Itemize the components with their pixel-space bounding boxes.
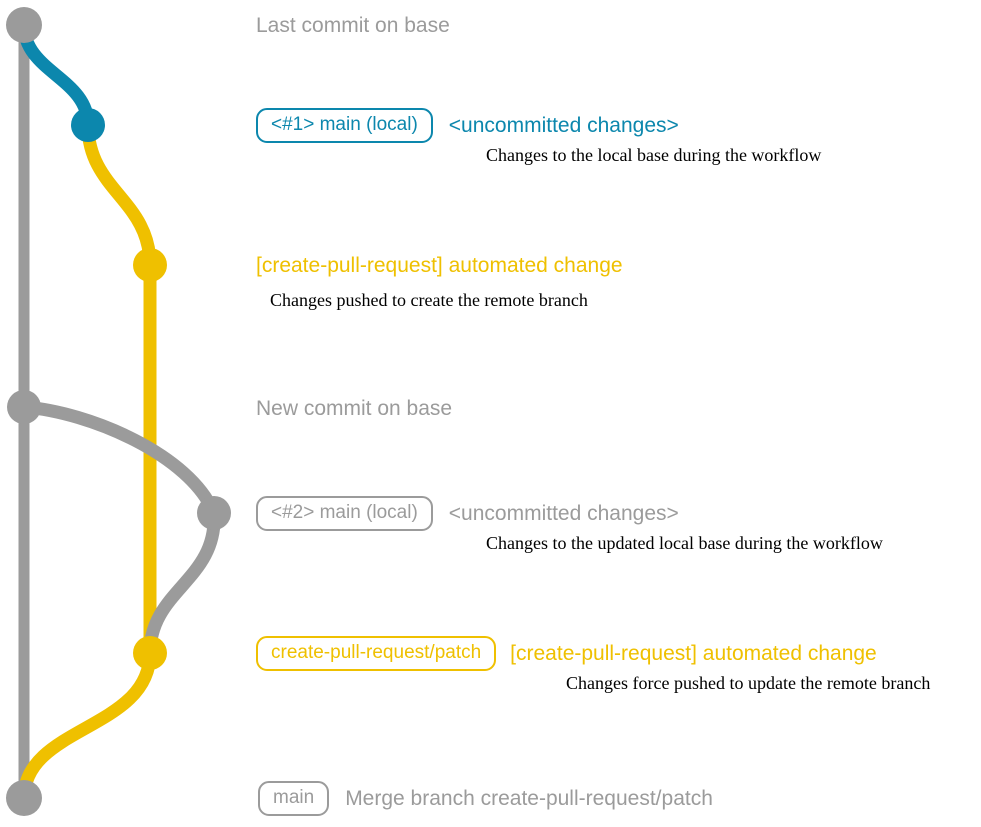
- row-title-automated-change-force: [create-pull-request] automated change: [510, 641, 877, 665]
- row-title-local-commit-2: <uncommitted changes>: [448, 501, 679, 525]
- edge-patchforce-to-merge: [17, 646, 157, 805]
- branch-pill-main-local-1[interactable]: <#1> main (local): [256, 108, 433, 143]
- row-title-last-commit-on-base: Last commit on base: [256, 14, 450, 37]
- node-base-new: [7, 390, 41, 424]
- node-patch-force: [133, 636, 167, 670]
- edge-local1-to-patch-create: [81, 118, 157, 272]
- row-description-automated-change-create: Changes pushed to create the remote bran…: [270, 290, 588, 310]
- row-title-merge-commit: Merge branch create-pull-request/patch: [345, 786, 713, 810]
- row-description-local-commit-1: Changes to the local base during the wor…: [486, 145, 822, 165]
- edge-local2-to-patchforce: [143, 506, 221, 660]
- node-merge: [6, 780, 42, 816]
- branch-pill-main[interactable]: main: [258, 781, 330, 816]
- row-local-commit-2: <#2> main (local) <uncommitted changes>: [256, 496, 679, 531]
- row-title-automated-change-create: [create-pull-request] automated change: [256, 254, 623, 277]
- branch-pill-create-pull-request-patch[interactable]: create-pull-request/patch: [256, 636, 497, 671]
- row-local-commit-1: <#1> main (local) <uncommitted changes>: [256, 108, 679, 143]
- node-local-1: [71, 108, 105, 142]
- node-patch-create: [133, 248, 167, 282]
- row-title-new-commit-on-base: New commit on base: [256, 397, 453, 420]
- row-automated-change-force: create-pull-request/patch [create-pull-r…: [256, 636, 877, 671]
- node-base-head: [6, 7, 42, 43]
- row-merge-commit: main Merge branch create-pull-request/pa…: [258, 781, 713, 816]
- branch-pill-main-local-2[interactable]: <#2> main (local): [256, 496, 433, 531]
- row-description-local-commit-2: Changes to the updated local base during…: [486, 533, 883, 553]
- node-local-2: [197, 496, 231, 530]
- row-description-automated-change-force: Changes force pushed to update the remot…: [566, 673, 931, 693]
- commit-nodes: [6, 7, 231, 816]
- edge-basenew-to-local2: [17, 400, 221, 520]
- row-title-local-commit-1: <uncommitted changes>: [448, 113, 679, 137]
